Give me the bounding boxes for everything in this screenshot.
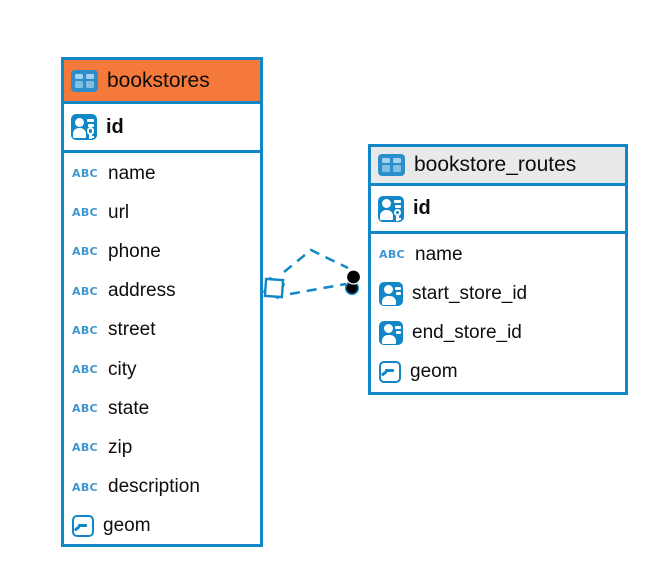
column-name: street	[108, 319, 156, 341]
column-row-start-store-id[interactable]: start_store_id	[371, 274, 625, 313]
column-name: url	[108, 201, 130, 223]
table-title: bookstore_routes	[414, 153, 577, 176]
column-row-id[interactable]: id	[371, 186, 625, 234]
relation-line-upper[interactable]	[283, 248, 349, 273]
text-type-icon: ABC	[72, 480, 98, 494]
text-type-icon: ABC	[72, 206, 98, 220]
geometry-type-icon	[379, 360, 401, 383]
reference-type-icon	[379, 320, 403, 345]
column-name: name	[415, 243, 463, 265]
table-icon	[378, 154, 405, 176]
column-row-name[interactable]: ABC name	[371, 235, 625, 274]
relation-diamond-marker[interactable]	[262, 276, 286, 300]
column-row-street[interactable]: ABC street	[64, 311, 260, 350]
table-header-bookstores[interactable]: bookstores	[64, 60, 260, 104]
column-row-zip[interactable]: ABC zip	[64, 428, 260, 467]
column-list: ABC name start_store_id end_store_id geo…	[371, 234, 625, 391]
column-name: state	[108, 397, 150, 419]
table-title: bookstores	[107, 68, 210, 92]
primary-key-icon	[378, 195, 404, 222]
column-name: start_store_id	[412, 282, 528, 304]
text-type-icon: ABC	[72, 245, 98, 259]
column-name: id	[413, 197, 431, 219]
column-row-id[interactable]: id	[64, 104, 260, 153]
text-type-icon: ABC	[379, 248, 405, 261]
column-name: phone	[108, 240, 161, 262]
column-row-city[interactable]: ABC city	[64, 350, 260, 389]
entity-table-bookstores[interactable]: bookstores id ABC name ABC url ABC phone…	[61, 57, 263, 547]
column-list: ABC name ABC url ABC phone ABC address A…	[64, 153, 260, 546]
column-row-end-store-id[interactable]: end_store_id	[371, 313, 625, 352]
text-type-icon: ABC	[72, 363, 98, 377]
column-name: geom	[410, 360, 458, 382]
entity-table-bookstore-routes[interactable]: bookstore_routes id ABC name start_store…	[368, 144, 628, 395]
geometry-type-icon	[72, 515, 94, 538]
text-type-icon: ABC	[72, 167, 98, 181]
relation-dot-marker[interactable]	[344, 269, 362, 296]
text-type-icon: ABC	[72, 284, 98, 298]
table-header-bookstore-routes[interactable]: bookstore_routes	[371, 147, 625, 186]
relation-line-lower[interactable]	[289, 282, 347, 296]
column-row-state[interactable]: ABC state	[64, 389, 260, 428]
text-type-icon: ABC	[72, 402, 98, 416]
table-icon	[71, 69, 98, 92]
column-name: city	[108, 358, 137, 380]
column-row-geom[interactable]: geom	[371, 352, 625, 391]
column-name: zip	[108, 436, 133, 458]
text-type-icon: ABC	[72, 441, 98, 455]
column-row-geom[interactable]: geom	[64, 507, 260, 546]
primary-key-icon	[71, 114, 97, 140]
column-name: description	[108, 476, 200, 498]
column-row-name[interactable]: ABC name	[64, 154, 260, 193]
column-name: geom	[103, 515, 151, 537]
column-name: name	[108, 162, 156, 184]
column-name: end_store_id	[412, 321, 522, 343]
column-row-phone[interactable]: ABC phone	[64, 232, 260, 271]
column-name: id	[106, 115, 124, 138]
text-type-icon: ABC	[72, 323, 98, 337]
column-row-description[interactable]: ABC description	[64, 468, 260, 507]
column-name: address	[108, 280, 176, 302]
column-row-address[interactable]: ABC address	[64, 272, 260, 311]
reference-type-icon	[379, 281, 403, 306]
column-row-url[interactable]: ABC url	[64, 193, 260, 232]
